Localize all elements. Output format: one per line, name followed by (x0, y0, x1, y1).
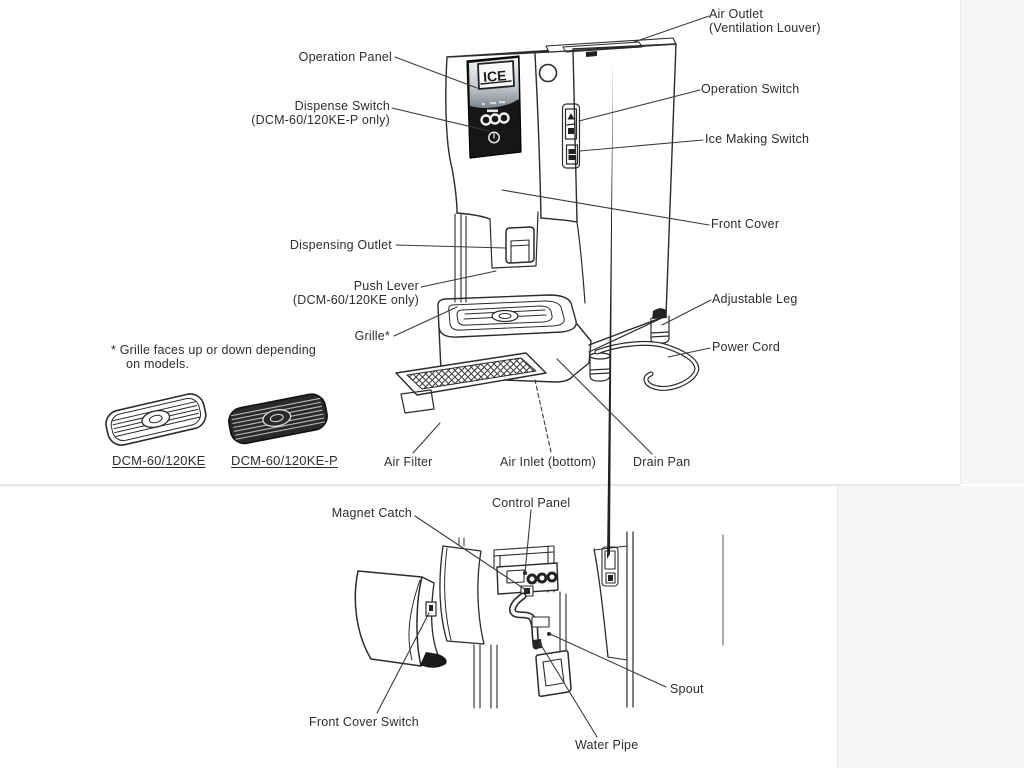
leader-lines (376, 15, 712, 738)
label-push-lever: Push Lever (DCM-60/120KE only) (292, 279, 419, 307)
push-lever-drawing (510, 239, 530, 264)
label-magnet-catch: Magnet Catch (331, 506, 412, 520)
grille-drawing (456, 305, 553, 326)
page-margin-top (960, 0, 1024, 484)
label-water-pipe: Water Pipe (575, 738, 639, 752)
operation-panel-drawing (466, 55, 522, 159)
ice-making-switch-drawing (565, 144, 579, 165)
label-control-panel: Control Panel (492, 496, 571, 510)
grille-note: * Grille faces up or down depending on m… (111, 343, 317, 371)
adjustable-leg-front-drawing (589, 352, 611, 382)
air-outlet-vent (562, 41, 643, 53)
control-panel-drawing (496, 562, 559, 595)
label-operation-panel: Operation Panel (298, 50, 392, 64)
bottom-machine-illustration (439, 59, 724, 709)
label-model-dcm60-120ke-p: DCM-60/120KE-P (231, 453, 338, 468)
label-grille: Grille* (354, 329, 390, 343)
label-front-cover: Front Cover (711, 217, 780, 231)
label-power-cord: Power Cord (712, 340, 780, 354)
page-margin-bottom (837, 486, 1024, 768)
label-air-inlet: Air Inlet (bottom) (500, 455, 596, 469)
spout-drawing (535, 650, 572, 697)
machine-illustration (395, 37, 700, 414)
air-filter-drawing (395, 352, 547, 414)
label-ice-making-switch: Ice Making Switch (705, 132, 810, 146)
label-model-dcm60-120ke: DCM-60/120KE (112, 453, 206, 468)
label-dispensing-outlet: Dispensing Outlet (289, 238, 392, 252)
label-spout: Spout (670, 682, 704, 696)
label-drain-pan: Drain Pan (633, 455, 691, 469)
power-cord-drawing (594, 340, 700, 391)
label-operation-switch: Operation Switch (701, 82, 800, 96)
front-cover-illustration (354, 570, 447, 668)
dispensing-outlet-drawing (505, 226, 535, 264)
side-switches-bottom-drawing (601, 59, 619, 587)
water-pipe-drawing (509, 592, 550, 650)
dispense-buttons-drawing (480, 112, 510, 126)
label-front-cover-switch: Front Cover Switch (309, 715, 419, 729)
label-air-filter: Air Filter (384, 455, 433, 469)
grille-kep-illustration (228, 393, 328, 445)
ice-logo-text: ICE (483, 67, 507, 85)
grille-ke-illustration (105, 393, 207, 446)
operation-switch-drawing (564, 108, 578, 140)
label-adjustable-leg: Adjustable Leg (712, 292, 798, 306)
cup-hole (538, 63, 558, 83)
adjustable-leg-back-drawing (650, 308, 670, 345)
side-switches-drawing (561, 103, 581, 169)
label-dispense-switch: Dispense Switch (DCM-60/120KE-P only) (251, 99, 390, 127)
label-air-outlet: Air Outlet (Ventilation Louver) (709, 7, 821, 35)
section-divider (0, 484, 960, 486)
